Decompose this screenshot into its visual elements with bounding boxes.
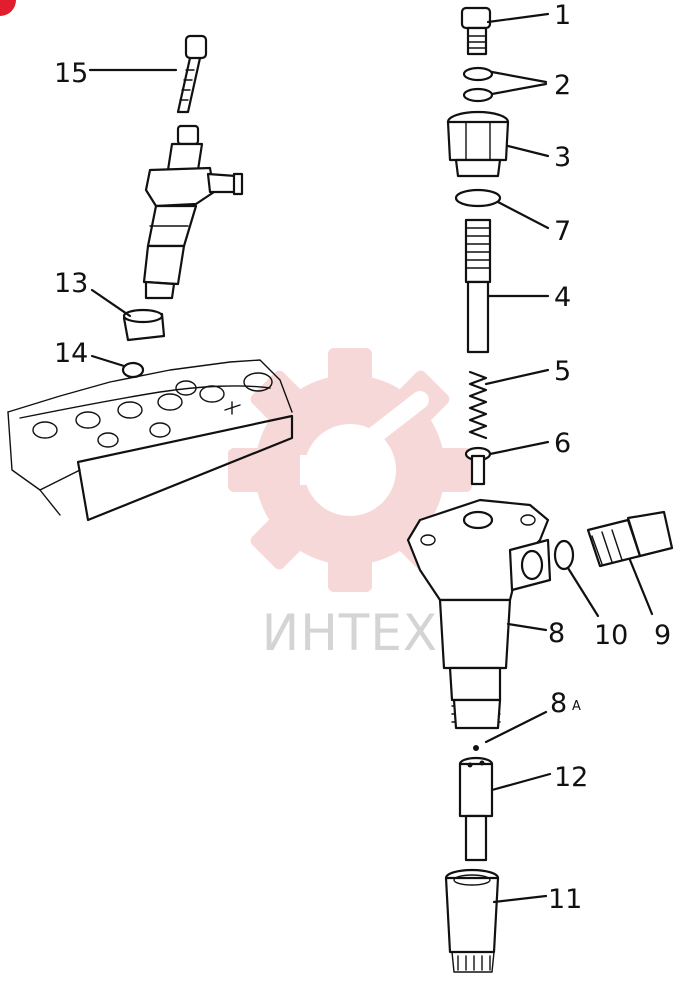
- label-13: 13: [54, 268, 88, 299]
- label-7: 7: [554, 216, 571, 247]
- part-10-washer: [553, 539, 575, 571]
- part-5-spring: [468, 370, 488, 440]
- part-2-washers: [462, 66, 494, 103]
- label-15: 15: [54, 58, 88, 89]
- label-8a: 8: [550, 688, 567, 719]
- label-5: 5: [554, 356, 571, 387]
- label-8: 8: [548, 618, 565, 649]
- part-7-o-ring: [454, 188, 502, 208]
- label-11: 11: [548, 884, 582, 915]
- part-3-nut: [446, 110, 510, 178]
- callout-labels: 1 2 3 7 4 5 6 8 10 9 8 A 12 11 15 13 14: [54, 0, 671, 915]
- part-1-bolt: [460, 6, 492, 56]
- watermark-text: ИНТЕХ: [262, 604, 438, 662]
- label-6: 6: [554, 428, 571, 459]
- corner-badge: [0, 0, 16, 16]
- leader-lines: [88, 12, 654, 904]
- cylinder-head: [7, 359, 294, 522]
- part-8a-pin: [473, 745, 479, 751]
- label-9: 9: [654, 620, 671, 651]
- label-14: 14: [54, 338, 88, 369]
- label-3: 3: [554, 142, 571, 173]
- label-12: 12: [554, 762, 588, 793]
- part-11-retaining-nut: [444, 868, 500, 973]
- part-12-nozzle: [458, 756, 494, 862]
- label-1: 1: [554, 0, 571, 31]
- part-8-body: [406, 498, 552, 730]
- part-4-spindle: [464, 218, 492, 354]
- label-10: 10: [594, 620, 628, 651]
- label-4: 4: [554, 282, 571, 313]
- part-13-sleeve: [122, 308, 166, 342]
- label-2: 2: [554, 70, 571, 101]
- part-9-fitting: [586, 510, 674, 568]
- injector-holder-assembly: [142, 124, 244, 300]
- part-14-washer: [121, 361, 145, 379]
- part-15-bolt: [176, 34, 208, 114]
- label-8a-suffix: A: [572, 699, 581, 714]
